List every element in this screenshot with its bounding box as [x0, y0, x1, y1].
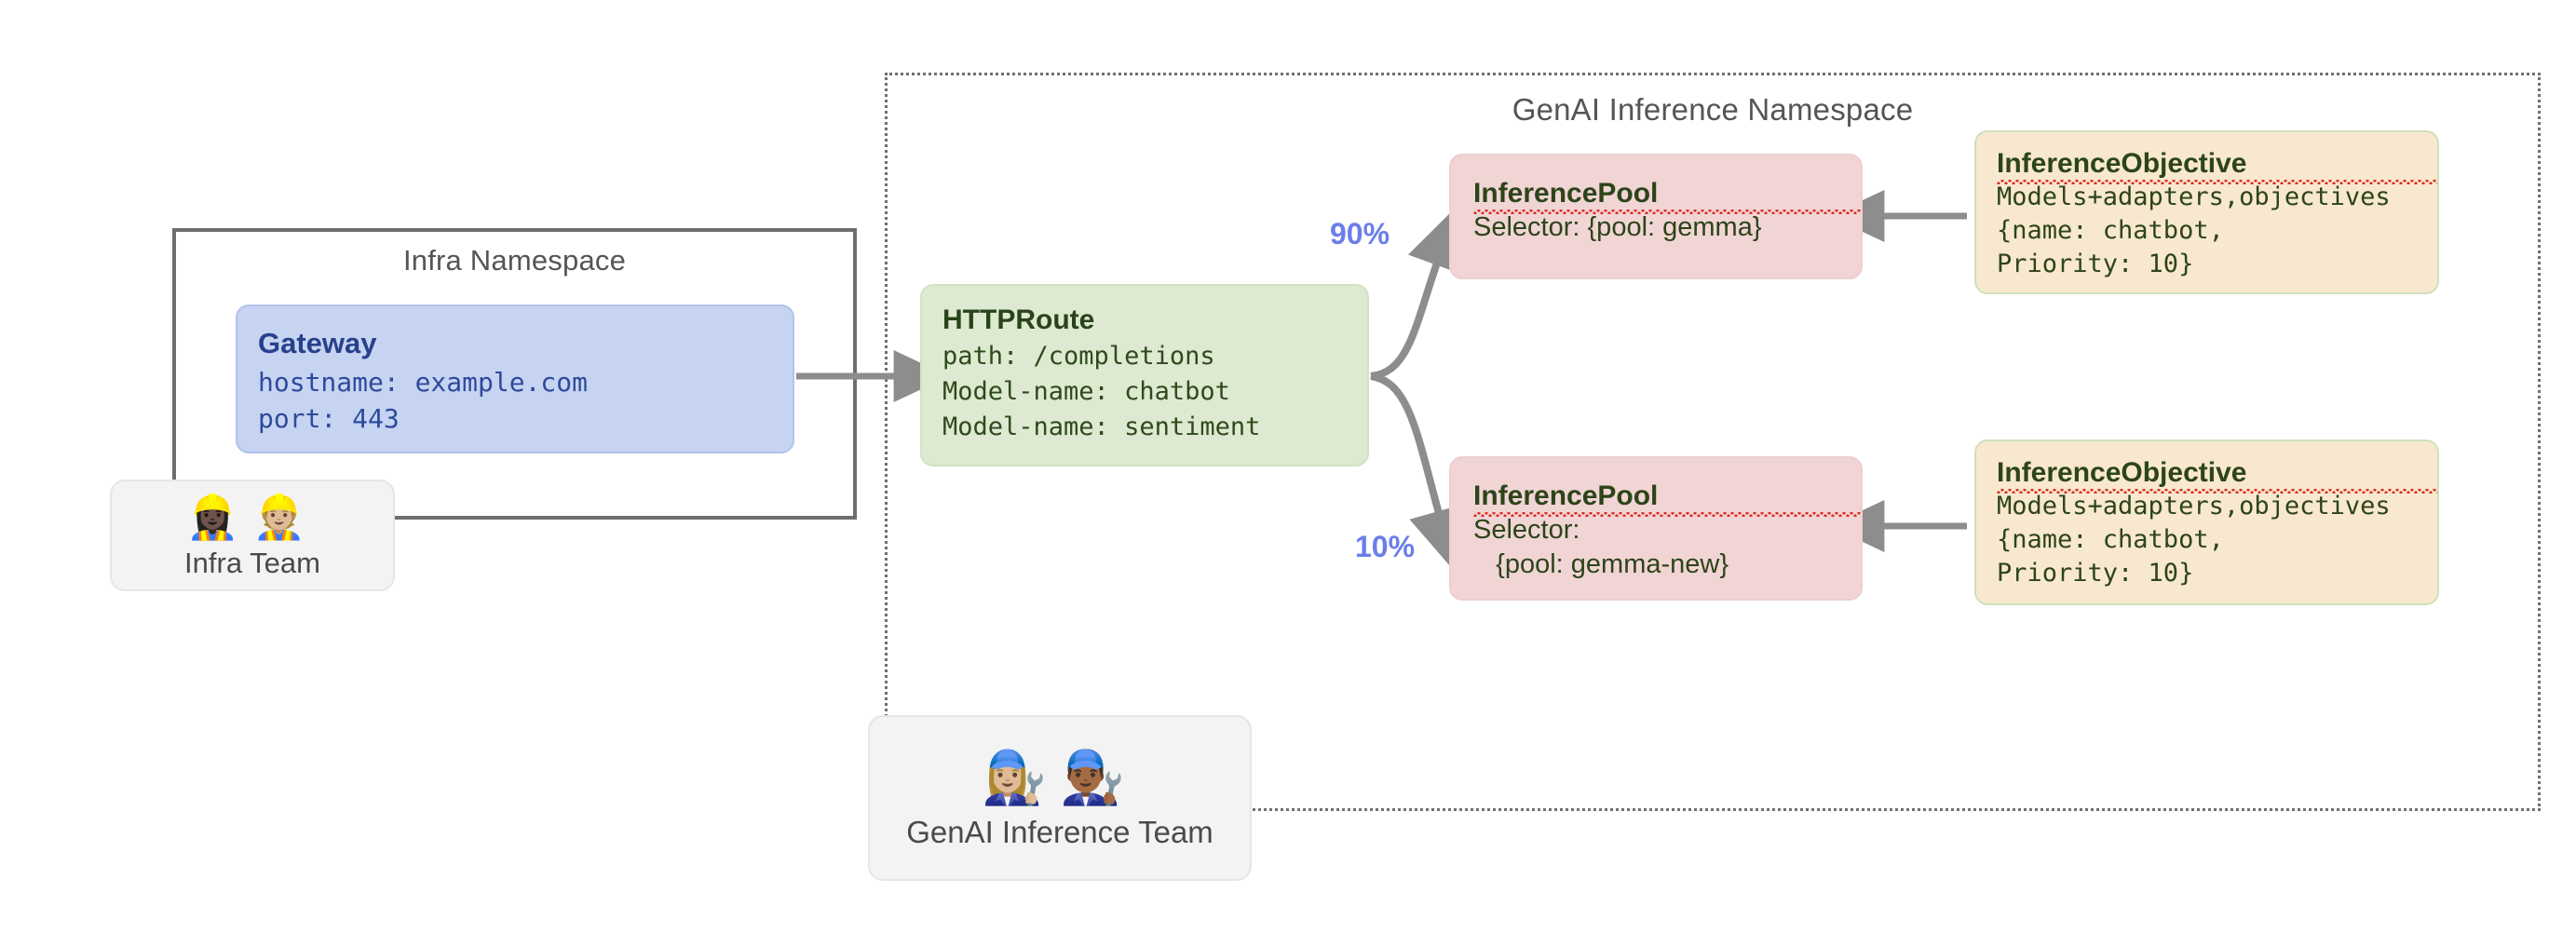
- gateway-kind-label: Gateway: [258, 327, 377, 359]
- genai-inference-team-label: GenAI Inference Team: [906, 815, 1213, 849]
- inferenceobjective-top-kind-label: InferenceObjective: [1997, 147, 2437, 184]
- mechanic-icon: 👩🏼‍🔧👨🏾‍🔧: [982, 748, 1138, 808]
- infra-team-badge[interactable]: 👷🏿‍♀️👷🏼 Infra Team: [110, 480, 395, 591]
- httproute-kind-label: HTTPRoute: [942, 304, 1095, 335]
- inferencepool-gemma-new-selector-text: Selector: {pool: gemma-new}: [1473, 515, 1729, 579]
- genai-namespace-title: GenAI Inference Namespace: [1512, 92, 1914, 127]
- infra-namespace-title: Infra Namespace: [402, 244, 627, 277]
- httproute-card[interactable]: HTTPRoute path: /completions Model-name:…: [920, 284, 1369, 466]
- traffic-weight-canary: 10%: [1355, 530, 1416, 563]
- genai-namespace-boundary: [885, 73, 2541, 811]
- gateway-card[interactable]: Gateway hostname: example.com port: 443: [236, 304, 794, 453]
- inferenceobjective-top-card[interactable]: InferenceObjective Models+adapters,objec…: [1974, 130, 2439, 294]
- httproute-spec-text: path: /completions Model-name: chatbot M…: [942, 342, 1261, 441]
- inferencepool-gemma-new-kind-label: InferencePool: [1473, 479, 1861, 517]
- inferencepool-gemma-kind-label: InferencePool: [1473, 176, 1861, 214]
- genai-inference-team-badge[interactable]: 👩🏼‍🔧👨🏾‍🔧 GenAI Inference Team: [868, 715, 1252, 881]
- inferenceobjective-bottom-kind-label: InferenceObjective: [1997, 456, 2437, 494]
- inferenceobjective-bottom-card[interactable]: InferenceObjective Models+adapters,objec…: [1974, 439, 2439, 605]
- inferencepool-gemma-card[interactable]: InferencePool Selector: {pool: gemma}: [1449, 154, 1863, 279]
- traffic-weight-primary: 90%: [1330, 217, 1390, 250]
- inferencepool-gemma-selector-text: Selector: {pool: gemma}: [1473, 212, 1762, 242]
- infra-team-label: Infra Team: [184, 547, 320, 579]
- construction-worker-icon: 👷🏿‍♀️👷🏼: [185, 492, 319, 542]
- inferenceobjective-bottom-spec-text: Models+adapters,objectives {name: chatbo…: [1997, 492, 2391, 588]
- gateway-spec-text: hostname: example.com port: 443: [258, 367, 589, 434]
- inferencepool-gemma-new-card[interactable]: InferencePool Selector: {pool: gemma-new…: [1449, 456, 1863, 601]
- inferenceobjective-top-spec-text: Models+adapters,objectives {name: chatbo…: [1997, 183, 2391, 278]
